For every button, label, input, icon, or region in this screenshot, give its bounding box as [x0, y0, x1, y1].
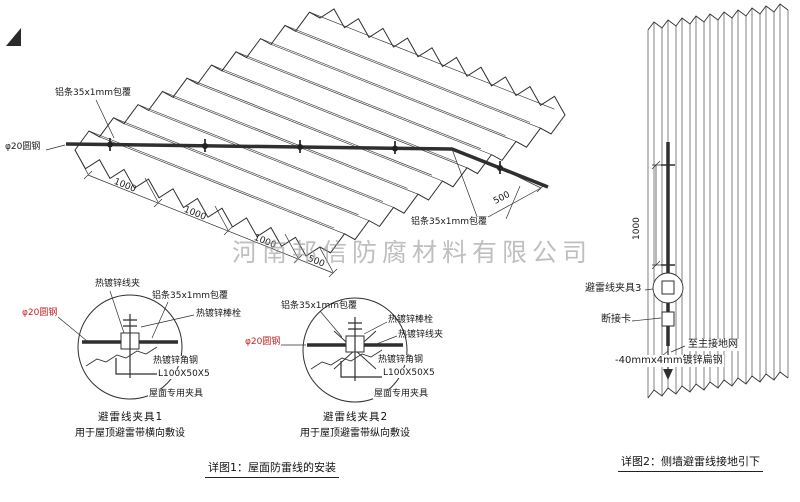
detail-circle-2-drawing [281, 297, 408, 403]
wall-leader-lines [631, 288, 686, 357]
wall-label-flat-steel: -40mmx4mm镀锌扁钢 [614, 355, 724, 367]
wall-label-to-ground: 至主接地网 [687, 339, 739, 351]
wall-elevation-drawing [631, 3, 789, 399]
d2-label-angle-spec: L100X50X5 [382, 368, 436, 379]
roof-ridge-lines [88, 11, 555, 235]
wall-dim-1000: 1000 [632, 217, 642, 240]
d2-subtitle: 用于屋顶避雷带纵向敷设 [300, 428, 410, 439]
d1-label-bolt: 热镀锌棒栓 [196, 309, 242, 319]
detail-1-angle-steel [115, 358, 158, 375]
wall-label-clamp3: 避雷线夹具3 [584, 283, 643, 295]
d1-label-round-steel: φ20圆钢 [22, 308, 58, 318]
d2-label-wire-clamp: 热镀锌线夹 [398, 330, 444, 340]
d2-title: 避雷线夹具2 [323, 411, 389, 423]
caption-fig2: 详图2：侧墙避雷线接地引下 [618, 453, 763, 472]
detail-1-sheet-profile [85, 346, 158, 367]
roof-axonometric-drawing [45, 8, 566, 278]
detail-2-sheet-profile [310, 349, 383, 370]
detail-2-circle [302, 297, 408, 403]
roof-leader-lines [45, 99, 521, 220]
d1-label-angle-steel: 热镀锌角钢 [152, 356, 200, 367]
wall-label-disconnect: 断接卡 [600, 314, 632, 326]
d1-label-roof-clamp: 屋面专用夹具 [148, 389, 205, 400]
corrugated-roof-outline [74, 8, 566, 257]
label-al-strip-bottom: 铝条35x1mm包覆 [410, 217, 489, 228]
d1-label-angle-spec: L100X50X5 [157, 369, 211, 380]
wire-clamp-dots [107, 141, 503, 171]
detail-2-bolt [348, 317, 362, 381]
label-round-steel-main: φ20圆钢 [5, 142, 41, 152]
d1-label-wire-clamp: 热镀锌线夹 [95, 279, 141, 289]
wall-clamp-ticks [661, 164, 675, 266]
d2-label-bolt: 热镀锌棒栓 [388, 315, 434, 325]
detail-1-leaders [57, 290, 195, 342]
d2-label-angle-steel: 热镀锌角钢 [377, 355, 425, 366]
down-arrow-icon [663, 369, 673, 380]
d2-label-round-steel: φ20圆钢 [245, 337, 281, 347]
d1-subtitle: 用于屋顶避雷带横向敷设 [75, 428, 185, 439]
detail-circle-1-drawing [57, 290, 195, 400]
wall-corrugation-lines [647, 4, 789, 398]
disconnect-card-symbol [661, 311, 675, 327]
label-al-strip-top: 铝条35x1mm包覆 [55, 88, 132, 98]
detail-2-leaders [281, 310, 398, 346]
detail-1-bolt [123, 314, 137, 378]
wall-dimension-lines [651, 160, 662, 270]
wall-clamp-3 [661, 280, 675, 295]
d1-title: 避雷线夹具1 [98, 411, 164, 423]
d2-label-al-strip: 铝条35x1mm包覆 [281, 301, 358, 311]
corner-mark [6, 28, 21, 46]
detail-1-circle [77, 294, 183, 400]
d2-label-roof-clamp: 屋面专用夹具 [373, 389, 430, 400]
d1-label-al-strip: 铝条35x1mm包覆 [152, 291, 229, 301]
caption-fig1: 详图1：屋面防雷线的安装 [205, 459, 339, 478]
detail-2-angle-steel [340, 361, 383, 378]
